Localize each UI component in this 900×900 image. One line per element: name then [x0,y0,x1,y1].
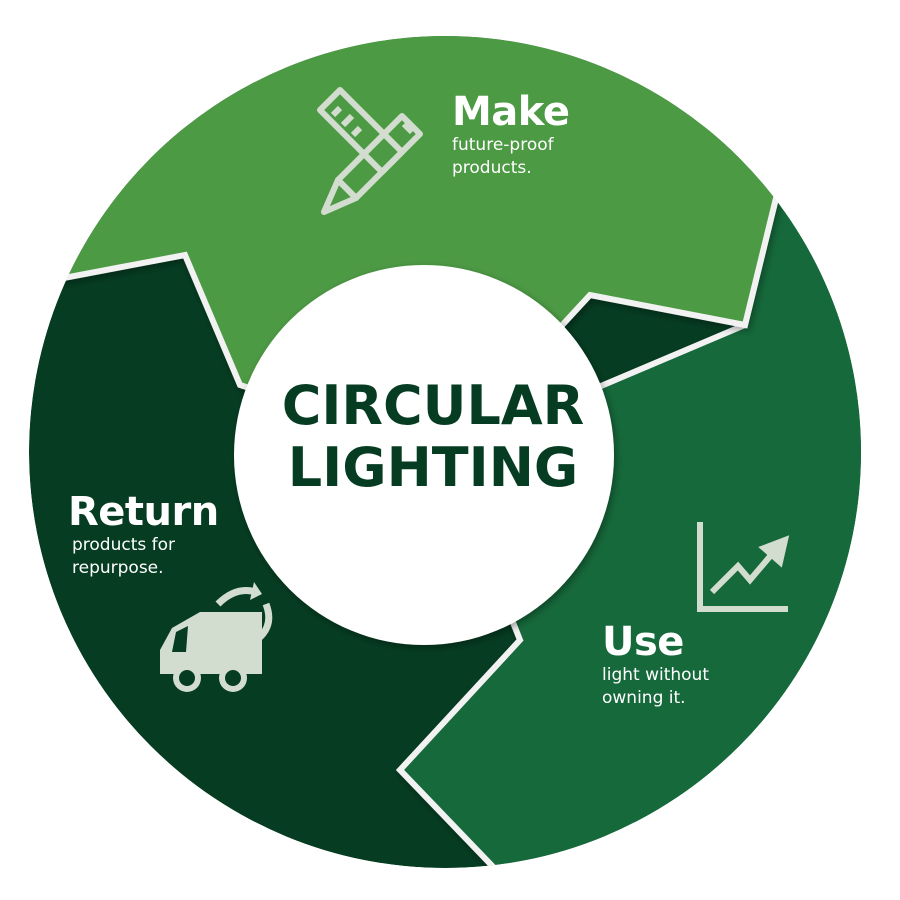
use-title: Use [602,619,684,665]
make-title: Make [452,89,570,135]
make-subtitle-1: future-proof [452,135,554,155]
make-subtitle-2: products. [452,158,532,178]
title-line-2: LIGHTING [287,436,579,499]
use-label: Use light without owning it. [602,620,709,710]
truck-recycle-icon [160,582,273,692]
ruler-pencil-icon [317,87,423,215]
return-subtitle-1: products for [72,535,176,555]
center-circle [234,265,614,645]
make-label: Make future-proof products. [452,89,570,180]
use-subtitle-1: light without [602,665,709,685]
diagram-title: CIRCULAR LIGHTING [233,375,633,499]
use-subtitle-2: owning it. [602,688,686,708]
title-line-1: CIRCULAR [281,374,585,437]
segment-use [395,97,861,868]
return-title: Return [68,489,219,535]
return-label: Return products for repurpose. [68,490,219,580]
growth-chart-icon [697,522,790,612]
return-subtitle-2: repurpose. [72,558,164,578]
